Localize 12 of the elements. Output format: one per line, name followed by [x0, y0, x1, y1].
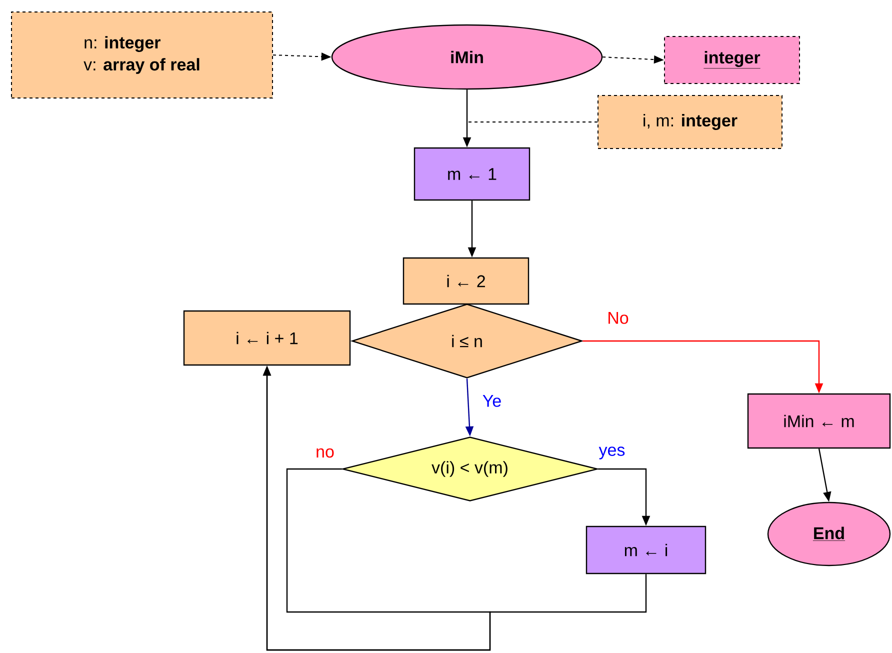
declaration-box: n: integer v: array of real [11, 12, 273, 98]
process-box: m ← i [586, 526, 706, 574]
process-box: i ← i + 1 [183, 310, 351, 366]
process-box: m ← 1 [414, 147, 530, 201]
edge-label: no [314, 447, 336, 459]
return-type-box: integer [664, 36, 800, 84]
edge-label: yes [598, 446, 626, 460]
process-box: i ← 2 [402, 257, 530, 305]
process-box: iMin ← m [747, 393, 891, 449]
edge-label: No [606, 311, 630, 325]
declaration-box: i, m: integer [598, 95, 782, 149]
edge-label: Ye [481, 394, 503, 408]
